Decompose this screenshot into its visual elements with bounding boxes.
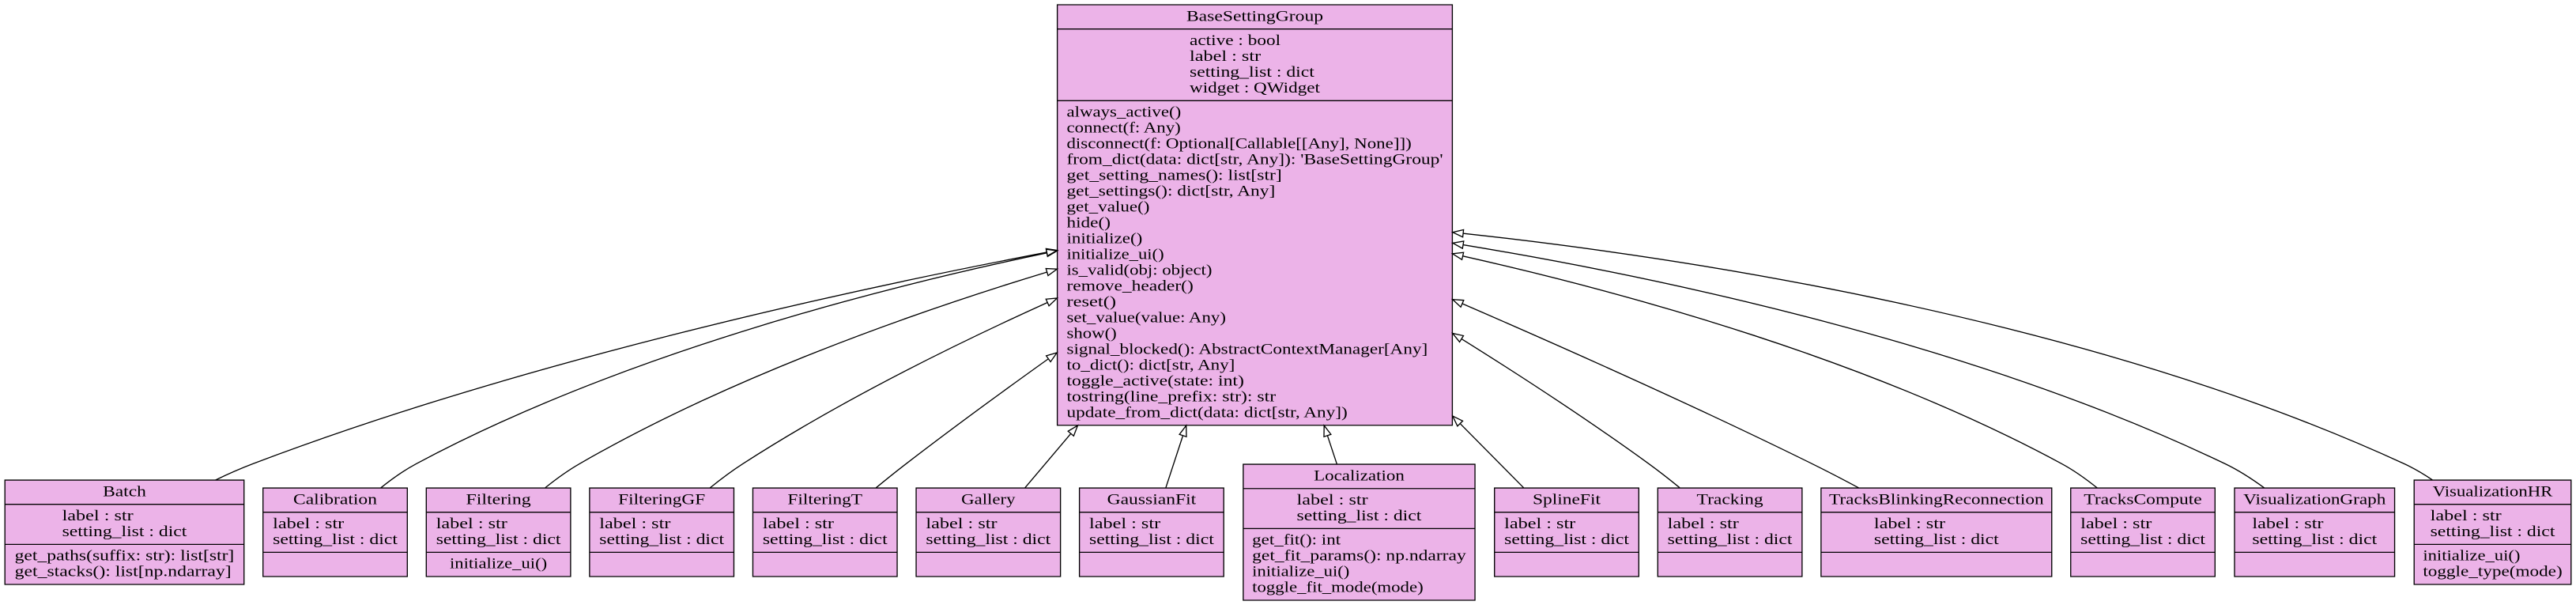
svg-text:initialize_ui(): initialize_ui() bbox=[1066, 246, 1164, 263]
svg-text:BaseSettingGroup: BaseSettingGroup bbox=[1186, 8, 1323, 25]
svg-text:get_settings(): dict[str, Any]: get_settings(): dict[str, Any] bbox=[1066, 183, 1275, 199]
svg-text:update_from_dict(data: dict[st: update_from_dict(data: dict[str, Any]) bbox=[1066, 404, 1347, 421]
svg-text:setting_list : dict: setting_list : dict bbox=[2252, 531, 2378, 548]
svg-text:get_stacks(): list[np.ndarray]: get_stacks(): list[np.ndarray] bbox=[15, 564, 232, 580]
svg-text:setting_list : dict: setting_list : dict bbox=[2080, 531, 2206, 548]
svg-text:setting_list : dict: setting_list : dict bbox=[273, 531, 398, 548]
svg-text:FilteringT: FilteringT bbox=[787, 491, 862, 508]
svg-text:setting_list : dict: setting_list : dict bbox=[1874, 531, 2000, 548]
svg-text:get_fit_params(): np.ndarray: get_fit_params(): np.ndarray bbox=[1252, 548, 1466, 565]
svg-text:label : str: label : str bbox=[2431, 508, 2502, 524]
svg-text:from_dict(data: dict[str, Any]: from_dict(data: dict[str, Any]): 'BaseSe… bbox=[1066, 152, 1443, 168]
svg-text:setting_list : dict: setting_list : dict bbox=[1089, 531, 1215, 548]
svg-text:label : str: label : str bbox=[1874, 516, 1946, 532]
svg-text:toggle_active(state: int): toggle_active(state: int) bbox=[1066, 372, 1243, 389]
svg-text:hide(): hide() bbox=[1066, 214, 1111, 231]
svg-text:set_value(value: Any): set_value(value: Any) bbox=[1066, 309, 1226, 326]
svg-text:VisualizationHR: VisualizationHR bbox=[2433, 483, 2553, 500]
svg-text:TracksBlinkingReconnection: TracksBlinkingReconnection bbox=[1829, 491, 2044, 508]
svg-text:label : str: label : str bbox=[763, 516, 835, 532]
svg-text:label : str: label : str bbox=[926, 516, 998, 532]
svg-text:setting_list : dict: setting_list : dict bbox=[62, 524, 188, 540]
svg-text:TracksCompute: TracksCompute bbox=[2084, 491, 2201, 508]
svg-text:get_setting_names(): list[str]: get_setting_names(): list[str] bbox=[1066, 168, 1281, 184]
svg-text:Gallery: Gallery bbox=[961, 491, 1016, 508]
svg-text:setting_list : dict: setting_list : dict bbox=[2431, 524, 2556, 540]
svg-text:to_dict(): dict[str, Any]: to_dict(): dict[str, Any] bbox=[1066, 357, 1235, 373]
svg-text:label : str: label : str bbox=[1297, 492, 1369, 509]
svg-text:Batch: Batch bbox=[103, 483, 147, 500]
svg-text:Filtering: Filtering bbox=[466, 491, 530, 508]
svg-text:toggle_fit_mode(mode): toggle_fit_mode(mode) bbox=[1252, 580, 1424, 596]
svg-text:remove_header(): remove_header() bbox=[1066, 278, 1193, 294]
svg-text:show(): show() bbox=[1066, 325, 1116, 342]
svg-text:label : str: label : str bbox=[273, 516, 345, 532]
svg-text:label : str: label : str bbox=[436, 516, 508, 532]
svg-text:label : str: label : str bbox=[2080, 516, 2152, 532]
svg-text:connect(f: Any): connect(f: Any) bbox=[1066, 120, 1180, 137]
svg-text:label : str: label : str bbox=[1190, 48, 1262, 65]
svg-text:label : str: label : str bbox=[2252, 516, 2324, 532]
svg-text:setting_list : dict: setting_list : dict bbox=[763, 531, 888, 548]
svg-text:is_valid(obj: object): is_valid(obj: object) bbox=[1066, 262, 1212, 278]
svg-text:setting_list : dict: setting_list : dict bbox=[1504, 531, 1630, 548]
svg-text:always_active(): always_active() bbox=[1066, 104, 1181, 121]
svg-text:get_paths(suffix: str): list[s: get_paths(suffix: str): list[str] bbox=[15, 548, 235, 565]
svg-text:widget : QWidget: widget : QWidget bbox=[1190, 80, 1321, 96]
svg-text:toggle_type(mode): toggle_type(mode) bbox=[2423, 564, 2562, 580]
svg-text:get_value(): get_value() bbox=[1066, 199, 1149, 215]
svg-text:Calibration: Calibration bbox=[293, 491, 378, 508]
svg-text:tostring(line_prefix: str): st: tostring(line_prefix: str): str bbox=[1066, 388, 1277, 405]
svg-text:label : str: label : str bbox=[62, 508, 134, 524]
svg-text:setting_list : dict: setting_list : dict bbox=[436, 531, 562, 548]
svg-text:Tracking: Tracking bbox=[1697, 491, 1763, 508]
svg-text:active : bool: active : bool bbox=[1190, 32, 1280, 49]
svg-text:GaussianFit: GaussianFit bbox=[1107, 491, 1197, 508]
svg-text:Localization: Localization bbox=[1314, 467, 1405, 484]
svg-text:label : str: label : str bbox=[1668, 516, 1740, 532]
svg-text:get_fit(): int: get_fit(): int bbox=[1252, 532, 1341, 549]
svg-text:disconnect(f: Optional[Callabl: disconnect(f: Optional[Callable[[Any], N… bbox=[1066, 136, 1411, 153]
svg-text:setting_list : dict: setting_list : dict bbox=[1297, 508, 1423, 524]
svg-text:setting_list : dict: setting_list : dict bbox=[599, 531, 725, 548]
svg-text:initialize_ui(): initialize_ui() bbox=[450, 556, 547, 573]
svg-text:setting_list : dict: setting_list : dict bbox=[1190, 64, 1315, 81]
svg-text:FilteringGF: FilteringGF bbox=[618, 491, 705, 508]
svg-text:SplineFit: SplineFit bbox=[1533, 491, 1601, 508]
svg-text:initialize_ui(): initialize_ui() bbox=[2423, 548, 2520, 565]
svg-text:setting_list : dict: setting_list : dict bbox=[1668, 531, 1793, 548]
svg-text:label : str: label : str bbox=[1089, 516, 1161, 532]
svg-text:initialize(): initialize() bbox=[1066, 230, 1142, 247]
svg-text:label : str: label : str bbox=[599, 516, 671, 532]
svg-text:reset(): reset() bbox=[1066, 293, 1116, 310]
svg-text:initialize_ui(): initialize_ui() bbox=[1252, 564, 1349, 580]
svg-text:label : str: label : str bbox=[1504, 516, 1576, 532]
svg-text:setting_list : dict: setting_list : dict bbox=[926, 531, 1051, 548]
svg-text:signal_blocked(): AbstractCont: signal_blocked(): AbstractContextManager… bbox=[1066, 341, 1428, 357]
svg-text:VisualizationGraph: VisualizationGraph bbox=[2243, 491, 2386, 508]
